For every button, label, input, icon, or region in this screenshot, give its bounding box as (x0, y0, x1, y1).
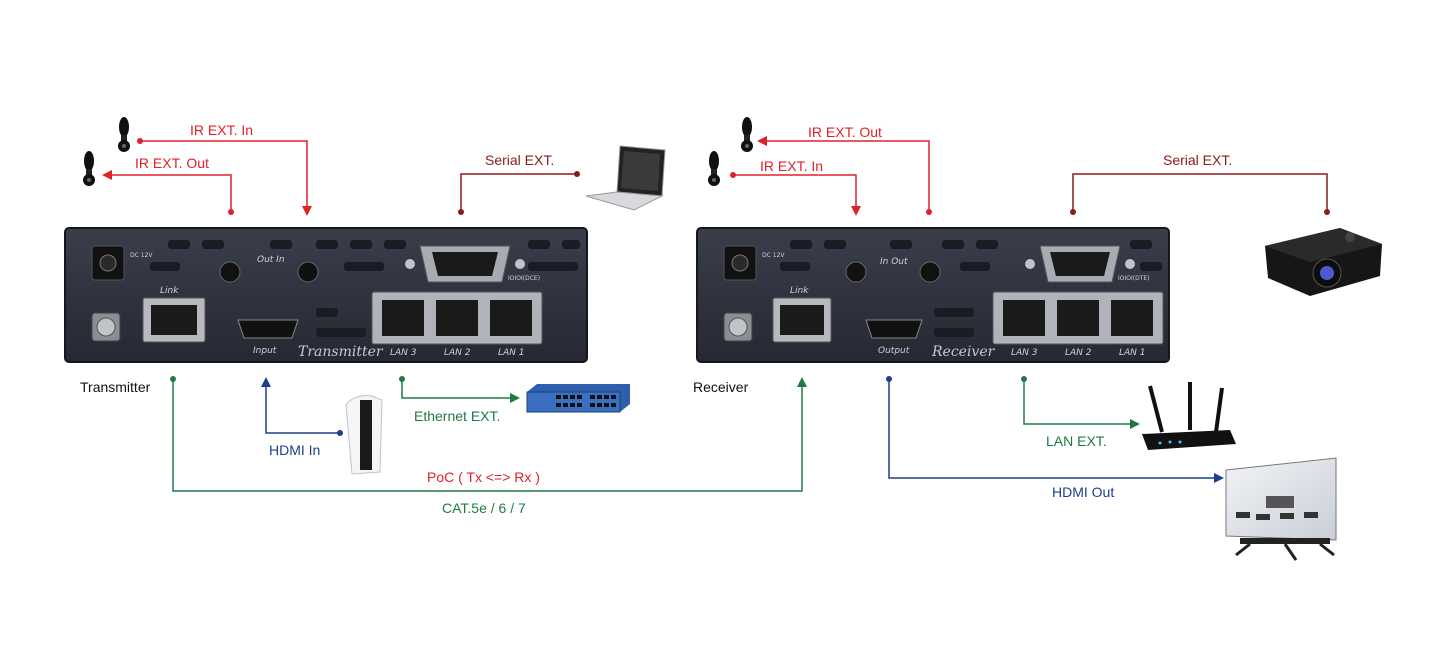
tx-lan-port-2: LAN 2 (444, 348, 471, 358)
game-console-icon (345, 395, 383, 475)
rx-ir-out-connection (757, 136, 932, 215)
poc-label: PoC ( Tx <=> Rx ) (427, 469, 540, 485)
network-switch-icon (526, 384, 630, 413)
poc-link-connection (170, 376, 807, 492)
tx-ethernet-label: Ethernet EXT. (414, 408, 500, 424)
tx-ir-in-label: IR EXT. In (190, 122, 253, 138)
rx-ir-port-label: In Out (880, 257, 908, 267)
tx-panel-title: Transmitter (298, 344, 384, 360)
rx-lan-label: LAN EXT. (1046, 433, 1107, 449)
tx-ir-in-connection (137, 138, 312, 216)
tx-ir-out-label: IR EXT. Out (135, 155, 209, 171)
receiver-label: Receiver (693, 379, 749, 395)
rx-power-label: DC 12V (762, 252, 785, 259)
display-screen-icon (1225, 457, 1337, 561)
tx-serial-connection (458, 171, 580, 215)
tx-lan-port-3: LAN 3 (390, 348, 417, 358)
tx-hdmi-in-connection (261, 377, 343, 436)
rx-hdmi-out-connection (886, 376, 1224, 483)
transmitter-panel: DC 12V Out In Link Input IOIOI(DCE) LAN … (64, 227, 588, 363)
tx-ethernet-connection (399, 376, 520, 403)
tx-lan-port-1: LAN 1 (498, 348, 525, 358)
tx-power-label: DC 12V (130, 252, 153, 259)
ir-sensor-icon (708, 151, 720, 186)
tx-ir-port-label: Out In (257, 255, 285, 265)
cable-label: CAT.5e / 6 / 7 (442, 500, 526, 516)
tx-hdmi-in-label: HDMI In (269, 442, 320, 458)
rx-lan-port-3: LAN 3 (1011, 348, 1038, 358)
tx-input-label: Input (253, 346, 277, 356)
rx-ir-out-label: IR EXT. Out (808, 124, 882, 140)
rx-link-label: Link (790, 286, 809, 296)
rx-serial-connection (1070, 173, 1330, 215)
transmitter-label: Transmitter (80, 379, 151, 395)
rx-serial-label: Serial EXT. (1163, 152, 1232, 168)
tx-link-label: Link (160, 286, 179, 296)
rx-ir-in-connection (730, 172, 861, 216)
rx-panel-title: Receiver (931, 344, 996, 360)
rx-lan-connection (1021, 376, 1140, 429)
rx-serial-mode-label: IOIOI(DTE) (1118, 275, 1150, 282)
ir-emitter-icon (741, 117, 753, 152)
rx-ir-in-label: IR EXT. In (760, 158, 823, 174)
rx-hdmi-out-label: HDMI Out (1052, 484, 1114, 500)
receiver-panel: DC 12V In Out Link Output IOIOI(DTE) LAN… (696, 227, 1170, 363)
router-icon (1142, 382, 1236, 450)
rx-output-label: Output (878, 346, 910, 356)
rx-lan-port-1: LAN 1 (1119, 348, 1146, 358)
ir-sensor-icon (118, 117, 130, 152)
laptop-icon (585, 145, 666, 211)
tx-ir-out-connection (102, 170, 234, 215)
tx-serial-mode-label: IOIOI(DCE) (508, 275, 540, 282)
ir-emitter-icon (83, 151, 95, 186)
tx-serial-label: Serial EXT. (485, 152, 554, 168)
rx-lan-port-2: LAN 2 (1065, 348, 1092, 358)
projector-icon (1265, 228, 1382, 296)
